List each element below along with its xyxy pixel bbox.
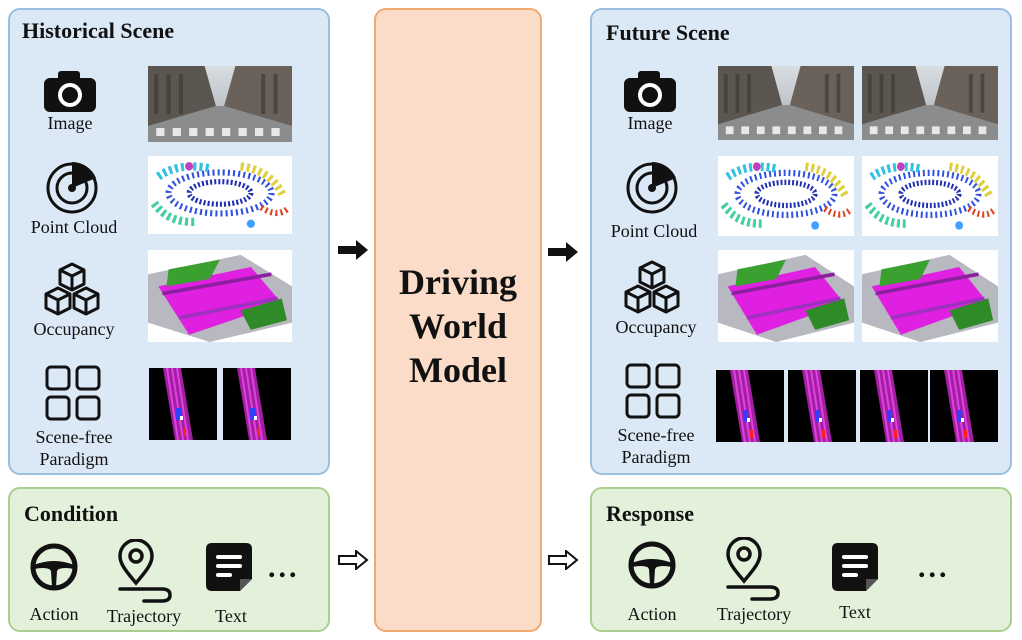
- scene-free-line1: Scene-free: [35, 427, 113, 447]
- point-cloud-label: Point Cloud: [30, 217, 118, 237]
- cubes-icon: [624, 260, 680, 314]
- document-icon: [206, 543, 252, 591]
- future-scene-title: Future Scene: [606, 20, 730, 45]
- response-text-label: Text: [839, 602, 871, 622]
- condition-to-model-arrow-icon: [338, 550, 369, 570]
- historical-occupancy-thumb: [148, 250, 292, 342]
- future-bev-thumb-3: [860, 370, 928, 442]
- response-action-label: Action: [627, 604, 677, 624]
- future-point-cloud-thumb-2: [862, 156, 998, 236]
- future-image-label: Image: [627, 113, 673, 133]
- document-icon: [832, 543, 878, 591]
- future-scene-panel: Future Scene Image Point Cloud Occupancy…: [590, 8, 1012, 475]
- cubes-icon: [44, 262, 100, 316]
- future-image-thumb-2: [862, 66, 998, 140]
- grid-icon: [625, 363, 681, 419]
- occupancy-label: Occupancy: [33, 319, 115, 339]
- response-panel: Response Action Trajectory Text ...: [590, 487, 1012, 632]
- future-image-thumb-1: [718, 66, 854, 140]
- future-bev-thumb-1: [716, 370, 784, 442]
- future-occupancy-thumb-2: [862, 250, 998, 342]
- history-to-model-arrow-icon: [338, 240, 368, 260]
- historical-bev-thumb-2: [222, 368, 292, 440]
- driving-world-model-panel: Driving World Model: [374, 8, 542, 632]
- model-to-future-arrow-icon: [548, 242, 578, 262]
- future-bev-thumb-2: [788, 370, 856, 442]
- scene-free-line2: Paradigm: [39, 449, 109, 469]
- model-title: Driving World Model: [376, 260, 540, 392]
- future-occupancy-label: Occupancy: [615, 317, 697, 337]
- future-point-cloud-label: Point Cloud: [610, 221, 698, 241]
- scene-free-label: Scene-free Paradigm: [14, 426, 134, 470]
- future-bev-thumb-4: [930, 370, 998, 442]
- future-occupancy-thumb-1: [718, 250, 854, 342]
- condition-panel: Condition Action Trajectory Text ...: [8, 487, 330, 632]
- condition-action-label: Action: [29, 604, 79, 624]
- historical-image-thumb: [148, 66, 292, 142]
- location-pin-icon: [726, 537, 780, 601]
- condition-text-label: Text: [215, 606, 247, 626]
- model-title-line3: Model: [409, 350, 507, 390]
- location-pin-icon: [118, 539, 172, 603]
- future-scene-free-label: Scene-free Paradigm: [596, 424, 716, 468]
- historical-point-cloud-thumb: [148, 156, 292, 234]
- condition-more-dots: ...: [268, 551, 300, 584]
- response-more-dots: ...: [918, 551, 950, 584]
- steering-wheel-icon: [628, 541, 676, 589]
- response-title: Response: [606, 501, 695, 526]
- historical-scene-title: Historical Scene: [22, 18, 175, 43]
- lidar-icon: [46, 160, 98, 214]
- model-title-line1: Driving: [398, 262, 517, 302]
- historical-bev-thumb-1: [148, 368, 218, 440]
- historical-scene-panel: Historical Scene Image Point Cloud Occup…: [8, 8, 330, 475]
- model-title-line2: World: [408, 306, 507, 346]
- camera-icon: [624, 71, 676, 112]
- camera-icon: [44, 71, 96, 112]
- grid-icon: [45, 365, 101, 421]
- condition-trajectory-label: Trajectory: [106, 606, 182, 626]
- future-scene-free-line1: Scene-free: [617, 425, 695, 445]
- steering-wheel-icon: [30, 543, 78, 591]
- condition-title: Condition: [24, 501, 119, 526]
- future-point-cloud-thumb-1: [718, 156, 854, 236]
- future-scene-free-line2: Paradigm: [621, 447, 691, 467]
- model-to-response-arrow-icon: [548, 550, 579, 570]
- lidar-icon: [626, 160, 678, 214]
- image-label: Image: [47, 113, 93, 133]
- response-trajectory-label: Trajectory: [716, 604, 792, 624]
